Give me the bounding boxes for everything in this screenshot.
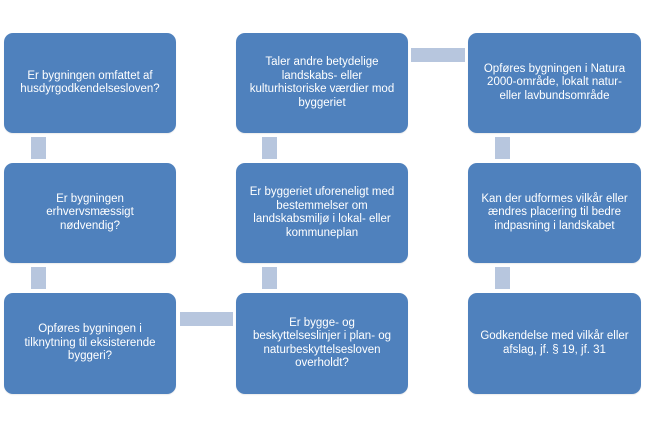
connector-c1-r2-r3: [31, 267, 46, 289]
box-c2-r2: Er byggeriet uforeneligt med bestemmelse…: [236, 163, 408, 263]
connector-c3-r2-r3: [495, 267, 510, 289]
box-c3-r3-text: Godkendelse med vilkår eller afslag, jf.…: [480, 330, 629, 356]
connector-c1r3-c2r3: [180, 312, 233, 326]
box-c2-r3-text: Er bygge- og beskyttelseslinjer i plan- …: [252, 316, 392, 370]
connector-c2r1-c3r1: [411, 48, 465, 62]
connector-c2-r1-r2: [262, 137, 277, 159]
box-c2-r1: Taler andre betydelige landskabs- eller …: [236, 33, 408, 133]
box-c1-r1: Er bygningen omfattet af husdyrgodkendel…: [4, 33, 176, 133]
box-c2-r1-text: Taler andre betydelige landskabs- eller …: [249, 56, 395, 109]
connector-c1-r1-r2: [31, 137, 46, 159]
box-c1-r3-text: Opføres bygningen i tilknytning til eksi…: [24, 323, 156, 363]
box-c1-r2: Er bygningen erhvervsmæssigt nødvendig?: [4, 163, 176, 263]
connector-c2-r2-r3: [262, 267, 277, 289]
box-c3-r1-text: Opføres bygningen i Natura 2000-område, …: [483, 62, 626, 102]
box-c3-r2: Kan der udformes vilkår eller ændres pla…: [468, 163, 641, 263]
box-c1-r1-text: Er bygningen omfattet af husdyrgodkendel…: [20, 69, 160, 96]
box-c1-r3: Opføres bygningen i tilknytning til eksi…: [4, 293, 176, 394]
box-c1-r2-text: Er bygningen erhvervsmæssigt nødvendig?: [46, 192, 134, 232]
connector-c3-r1-r2: [495, 137, 510, 159]
box-c3-r3: Godkendelse med vilkår eller afslag, jf.…: [468, 293, 641, 394]
box-c2-r2-text: Er byggeriet uforeneligt med bestemmelse…: [249, 186, 395, 239]
box-c3-r1: Opføres bygningen i Natura 2000-område, …: [468, 33, 641, 133]
box-c2-r3: Er bygge- og beskyttelseslinjer i plan- …: [236, 293, 408, 394]
box-c3-r2-text: Kan der udformes vilkår eller ændres pla…: [481, 192, 628, 232]
